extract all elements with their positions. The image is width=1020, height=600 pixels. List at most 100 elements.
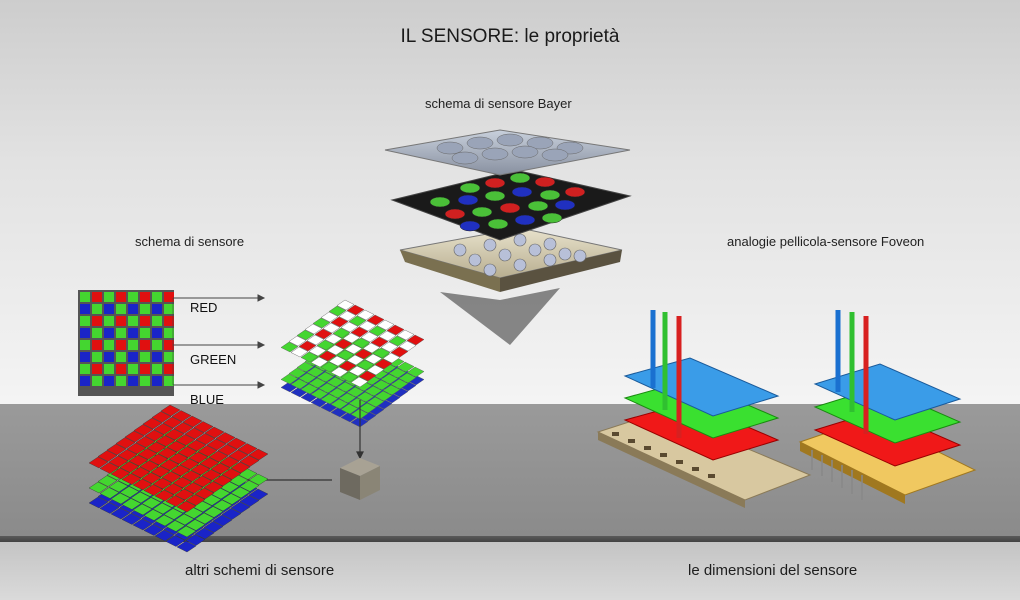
layer-cell	[106, 443, 127, 456]
iso-grid-cell	[354, 348, 373, 360]
flat-grid-cell	[164, 352, 174, 362]
iso-grid-cell	[386, 324, 405, 336]
iso-grid-cell	[316, 371, 335, 383]
layer-cell	[143, 509, 164, 521]
iso-grid-cell	[296, 361, 315, 373]
layer-cell	[133, 424, 154, 436]
layer-cell	[132, 478, 153, 491]
iso-grid-cell	[304, 323, 323, 335]
floor-shadow	[0, 536, 1020, 544]
iso-grid-cell	[396, 329, 415, 341]
iso-grid-cell	[372, 379, 391, 391]
layer-cell	[237, 443, 258, 455]
iso-grid-cell	[310, 356, 329, 368]
iso-grid-cell	[288, 335, 307, 347]
layer-cell	[162, 416, 183, 429]
iso-grid-cell	[350, 376, 369, 388]
layer-cell	[139, 460, 160, 472]
layer-cell	[239, 455, 260, 467]
layer-cell	[197, 445, 218, 457]
layer-cell	[97, 450, 118, 462]
layer-cell	[186, 439, 207, 452]
flat-grid-cell	[164, 376, 174, 386]
iso-grid-cell	[324, 333, 343, 345]
iso-grid-cell	[314, 328, 333, 340]
flat-grid-cell	[164, 328, 174, 338]
layer-cell	[108, 480, 129, 493]
layer-cell	[176, 500, 197, 513]
layer-cell	[172, 476, 193, 489]
iso-grid-cell	[368, 325, 387, 337]
layer-cell	[188, 451, 209, 464]
foveon-sensor-illustration	[798, 310, 977, 504]
layer-cell	[183, 482, 204, 494]
layer-cell	[194, 487, 215, 500]
iso-grid-cell	[328, 355, 347, 367]
layer-cell	[160, 404, 181, 417]
flat-grid-cell	[116, 328, 126, 338]
iso-grid-cell	[388, 335, 407, 347]
iso-grid-cell	[338, 310, 357, 322]
layer-cell	[143, 524, 164, 536]
layer-cell	[203, 481, 224, 493]
iso-grid-cell	[376, 319, 395, 331]
film-analogy-illustration	[596, 310, 812, 508]
layer-cell	[157, 447, 178, 459]
iso-grid-cell	[306, 366, 325, 378]
iso-grid-cell	[396, 361, 415, 373]
layer-cell	[108, 455, 129, 468]
iso-grid-cell	[358, 370, 377, 382]
flat-grid-cell	[116, 376, 126, 386]
iso-grid-cell	[344, 343, 363, 355]
bayer-photosite-grid	[453, 233, 587, 277]
layer-cell	[166, 440, 187, 453]
iso-grid-cell	[358, 320, 377, 332]
iso-grid-cell	[390, 378, 409, 390]
layer-cell	[173, 422, 194, 434]
layer-cell	[203, 521, 224, 533]
iso-grid-cell	[330, 398, 349, 410]
layer-cell	[185, 519, 206, 531]
iso-grid-cell	[318, 350, 337, 362]
iso-grid-cell	[406, 366, 425, 378]
iso-grid-cell	[356, 309, 375, 321]
layer-cell	[99, 487, 120, 499]
layer-cell	[117, 449, 138, 461]
flat-grid-cell	[128, 304, 138, 314]
flat-grid-cell	[116, 292, 126, 302]
layer-cell	[163, 508, 184, 520]
iso-grid-cell	[318, 382, 337, 394]
flat-grid-cell	[116, 304, 126, 314]
iso-grid-cell	[350, 326, 369, 338]
flat-grid-cell	[152, 376, 162, 386]
layer-cell	[208, 450, 229, 463]
layer-cell	[130, 491, 151, 504]
bayer-flat-grid	[78, 290, 174, 396]
flat-grid-cell	[152, 292, 162, 302]
layer-cell	[195, 433, 216, 445]
flat-grid-cell	[80, 328, 90, 338]
layer-cell	[121, 513, 142, 525]
iso-grid-cell	[336, 381, 355, 393]
flat-grid-cell	[116, 340, 126, 350]
iso-grid-cell	[364, 385, 383, 397]
iso-grid-cell	[356, 359, 375, 371]
iso-grid-cell	[364, 353, 383, 365]
flat-grid-cell	[80, 376, 90, 386]
processor-cube	[340, 458, 380, 500]
bayer-color-filters	[429, 172, 586, 232]
flat-grid-cell	[164, 316, 174, 326]
layer-cell	[124, 430, 145, 443]
layered-sensor-illustration	[88, 404, 269, 553]
iso-grid-cell	[290, 346, 309, 358]
iso-grid-cell	[300, 351, 319, 363]
flat-grid-cell	[152, 352, 162, 362]
iso-grid-cell	[388, 367, 407, 379]
flat-grid-cell	[104, 352, 114, 362]
layer-cell	[248, 488, 269, 501]
flat-grid-cell	[152, 340, 162, 350]
iso-grid-cell	[380, 341, 399, 353]
channel-label-blue: BLUE	[190, 392, 224, 407]
layer-cell	[185, 494, 206, 506]
layer-cell	[155, 435, 176, 447]
